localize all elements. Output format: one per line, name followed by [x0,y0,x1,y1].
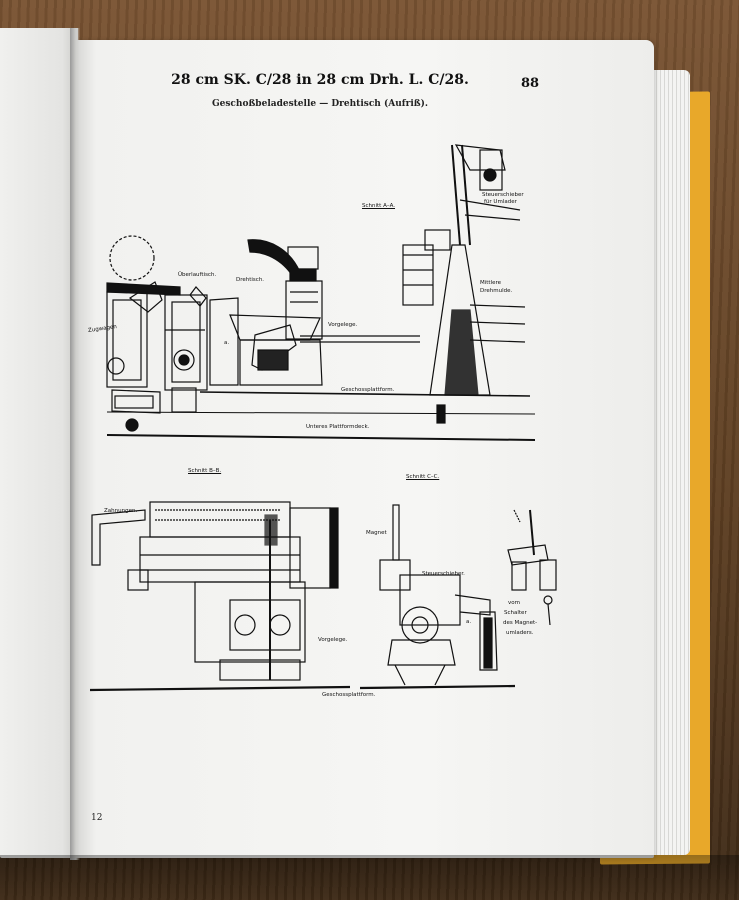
label-schnitt-aa: Schnitt A–A. [362,203,396,209]
label-steuerschieber-umlader-1: Steuerschieber [482,192,524,198]
left-page [0,28,78,858]
label-zahnungen: Zahnungen. [104,508,138,514]
page-title: 28 cm SK. C/28 in 28 cm Drh. L. C/28. [171,72,469,88]
page-number-bottom: 12 [91,813,103,823]
label-steuerschieber-umlader-2: für Umlader [484,199,517,205]
label-mittlere-2: Drehmulde. [480,288,513,294]
label-schnitt-cc: Schnitt C–C. [406,474,440,480]
label-geschossplattform-top: Geschossplattform. [341,387,395,393]
label-a-bottom: a. [466,619,472,625]
label-a-top: a. [224,340,230,346]
label-vorgelege-bottom: Vorgelege. [318,637,348,643]
label-magnet: Magnet [366,530,387,536]
label-vorgelege-top: Vorgelege. [328,322,358,328]
label-des-magnet: des Magnet- [503,620,538,626]
book-gutter [70,28,80,860]
label-mittlere-1: Mittlere [480,280,502,286]
label-schalter: Schalter [504,610,527,616]
label-unteres-plattformdeck: Unteres Plattformdeck. [306,424,370,430]
label-steuerschieber: Steuerschieber. [422,571,465,577]
label-schnitt-bb: Schnitt B–B. [188,468,222,474]
label-umladers: umladers. [506,630,534,636]
label-drehtisch: Drehtisch. [236,277,265,283]
bottom-shadow [0,855,739,900]
label-geschossplattform-bottom: Geschossplattform. [322,692,376,698]
page-subtitle: Geschoßbeladestelle — Drehtisch (Aufriß)… [211,99,429,109]
page-number-top: 88 [521,76,540,91]
right-page [74,40,654,858]
label-vom: vom [508,600,520,606]
label-ueberlauftisch: Überlauftisch. [178,272,217,278]
